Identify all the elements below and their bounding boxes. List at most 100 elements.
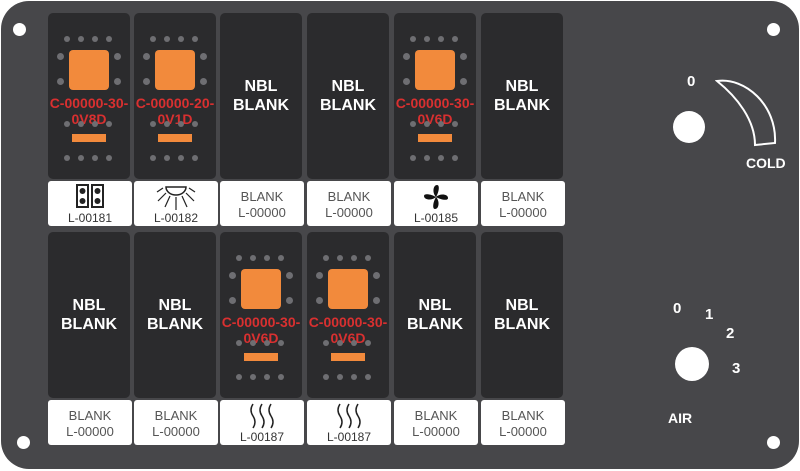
label-line-2: L-00000	[499, 424, 547, 439]
switch-light-window	[415, 50, 455, 90]
label-line-2: L-00000	[66, 424, 114, 439]
blank-switch-bottom-2: NBL BLANK	[134, 232, 216, 398]
label-line-1: BLANK	[501, 408, 545, 423]
fan-icon	[424, 185, 448, 209]
indicator-dots	[64, 36, 114, 42]
label-code: L-00187	[239, 430, 285, 444]
label-top-3: BLANK L-00000	[220, 181, 304, 226]
blank-switch-nbl: NBL	[505, 297, 539, 314]
indicator-dots	[236, 255, 286, 261]
label-line-2: L-00000	[152, 424, 200, 439]
label-line-1: BLANK	[327, 189, 371, 204]
indicator-dots	[236, 340, 286, 346]
blank-switch-nbl: NBL	[72, 297, 106, 314]
label-line-1: BLANK	[154, 408, 198, 423]
label-code: L-00182	[153, 211, 199, 225]
blank-switch-blank: BLANK	[494, 316, 550, 333]
air-knob-label: AIR	[668, 410, 693, 426]
temperature-knob[interactable]	[673, 111, 705, 143]
indicator-dots	[64, 155, 114, 161]
label-code: L-00181	[67, 211, 113, 225]
label-line-1: BLANK	[68, 408, 112, 423]
label-code: L-00187	[326, 430, 372, 444]
blank-switch-nbl: NBL	[331, 78, 365, 95]
blank-switch-nbl: NBL	[505, 78, 539, 95]
rocker-switch-top-2[interactable]: C-00000-20-0V1D	[134, 13, 216, 179]
temperature-arc-icon	[715, 79, 777, 147]
rocker-switch-top-1[interactable]: C-00000-30-0V8D	[48, 13, 130, 179]
label-top-4: BLANK L-00000	[307, 181, 391, 226]
label-line-2: L-00000	[325, 205, 373, 220]
blank-switch-bottom-6: NBL BLANK	[481, 232, 563, 398]
indicator-dots	[410, 121, 460, 127]
label-bottom-2: BLANK L-00000	[134, 400, 218, 445]
blank-switch-blank: BLANK	[320, 97, 376, 114]
temperature-position-label: 0	[687, 73, 696, 90]
mount-hole	[17, 436, 30, 449]
rocker-switch-bottom-3[interactable]: C-00000-30-0V6D	[220, 232, 302, 398]
label-line-1: BLANK	[414, 408, 458, 423]
switch-light-window	[155, 50, 195, 90]
indicator-dots	[410, 155, 460, 161]
temperature-knob-label: COLD	[746, 155, 786, 171]
heat-waves-icon	[250, 403, 274, 429]
mount-hole	[767, 436, 780, 449]
indicator-dots	[410, 36, 460, 42]
label-bottom-4: L-00187	[307, 400, 391, 445]
air-position-0: 0	[673, 300, 682, 317]
rocker-switch-bottom-4[interactable]: C-00000-30-0V6D	[307, 232, 389, 398]
double-door-icon	[76, 184, 104, 208]
blank-switch-nbl: NBL	[244, 78, 278, 95]
blank-switch-blank: BLANK	[407, 316, 463, 333]
label-code: L-00185	[413, 211, 459, 225]
switch-indicator-bar	[158, 134, 192, 142]
label-top-2: L-00182	[134, 181, 218, 226]
blank-switch-top-3: NBL BLANK	[220, 13, 302, 179]
blank-switch-nbl: NBL	[158, 297, 192, 314]
blank-switch-blank: BLANK	[61, 316, 117, 333]
switch-indicator-bar	[72, 134, 106, 142]
air-knob[interactable]	[675, 347, 709, 381]
air-position-1: 1	[705, 306, 714, 323]
label-line-1: BLANK	[240, 189, 284, 204]
switch-indicator-bar	[244, 353, 278, 361]
blank-switch-bottom-5: NBL BLANK	[394, 232, 476, 398]
air-position-2: 2	[726, 325, 735, 342]
indicator-dots	[323, 374, 373, 380]
blank-switch-blank: BLANK	[147, 316, 203, 333]
indicator-dots	[236, 374, 286, 380]
label-bottom-1: BLANK L-00000	[48, 400, 132, 445]
switch-light-window	[328, 269, 368, 309]
blank-switch-bottom-1: NBL BLANK	[48, 232, 130, 398]
label-top-1: L-00181	[48, 181, 132, 226]
blank-switch-blank: BLANK	[233, 97, 289, 114]
label-line-1: BLANK	[501, 189, 545, 204]
indicator-dots	[64, 121, 114, 127]
indicator-dots	[150, 36, 200, 42]
switch-indicator-bar	[331, 353, 365, 361]
label-bottom-5: BLANK L-00000	[394, 400, 478, 445]
label-line-2: L-00000	[412, 424, 460, 439]
indicator-dots	[150, 155, 200, 161]
label-top-5: L-00185	[394, 181, 478, 226]
label-bottom-3: L-00187	[220, 400, 304, 445]
label-bottom-6: BLANK L-00000	[481, 400, 565, 445]
dome-light-icon	[156, 186, 196, 210]
blank-switch-nbl: NBL	[418, 297, 452, 314]
air-position-3: 3	[732, 360, 741, 377]
label-top-6: BLANK L-00000	[481, 181, 565, 226]
label-line-2: L-00000	[499, 205, 547, 220]
blank-switch-top-6: NBL BLANK	[481, 13, 563, 179]
label-line-2: L-00000	[238, 205, 286, 220]
blank-switch-top-4: NBL BLANK	[307, 13, 389, 179]
mount-hole	[13, 23, 26, 36]
indicator-dots	[323, 255, 373, 261]
blank-switch-blank: BLANK	[494, 97, 550, 114]
heat-waves-icon	[337, 403, 361, 429]
mount-hole	[767, 23, 780, 36]
indicator-dots	[323, 340, 373, 346]
indicator-dots	[150, 121, 200, 127]
rocker-switch-top-5[interactable]: C-00000-30-0V6D	[394, 13, 476, 179]
switch-indicator-bar	[418, 134, 452, 142]
